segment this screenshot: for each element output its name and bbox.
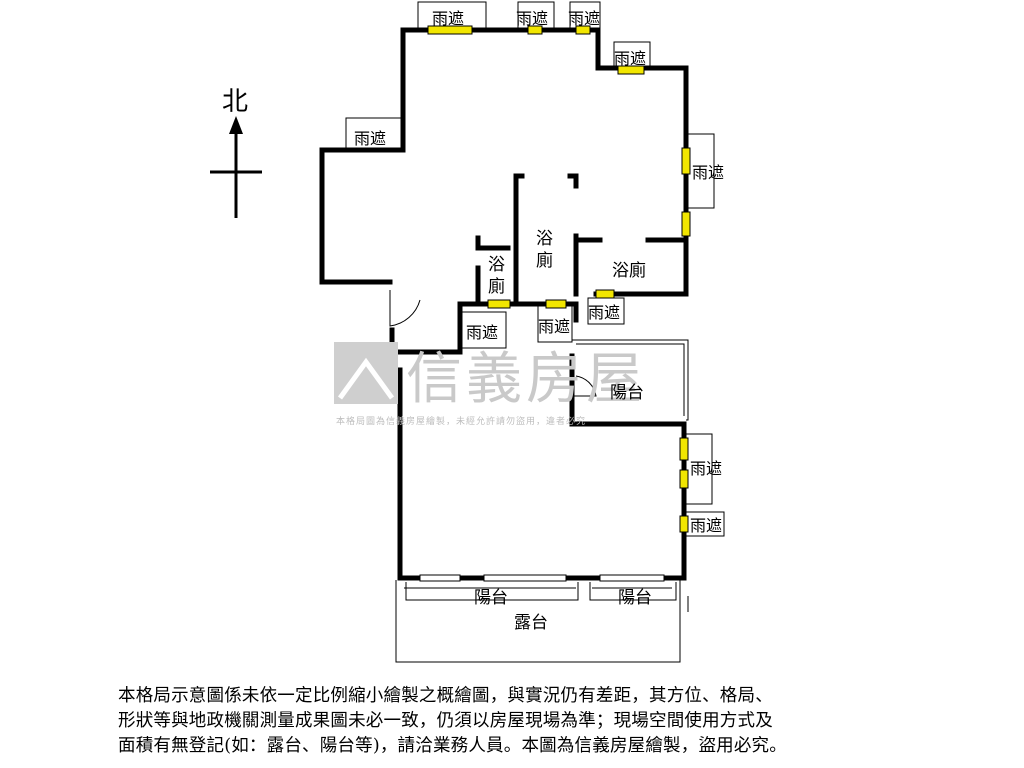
canopy-right-lower-1: 雨遮 (690, 459, 722, 478)
watermark: 信義房屋 本格局圖為信義房屋繪製，未經允許請勿盜用，違者必究 (334, 342, 646, 427)
room-balcony-mid: 陽台 (610, 383, 644, 403)
canopy-top-1: 雨遮 (432, 9, 464, 28)
disclaimer-line-1: 本格局示意圖係未依一定比例縮小繪製之概繪圖，與實況仍有差距，其方位、格局、 (118, 686, 773, 706)
room-bath-right: 浴廁 (612, 260, 646, 281)
room-balcony-bottom-left: 陽台 (474, 588, 508, 608)
entry-door (389, 290, 421, 327)
room-balcony-bottom-right: 陽台 (618, 588, 652, 608)
canopy-inner-left: 雨遮 (466, 323, 498, 342)
brand-logo-mark-icon (337, 357, 395, 400)
terrace-outline (395, 339, 689, 663)
watermark-brand: 信義房屋 (406, 347, 646, 412)
doors (389, 290, 597, 397)
watermark-notice: 本格局圖為信義房屋繪製，未經允許請勿盜用，違者必究 (336, 415, 586, 427)
room-terrace: 露台 (514, 613, 548, 633)
disclaimer-line-2: 形狀等與地政機關測量成果圖未必一致，仍須以房屋現場為準；現場空間使用方式及 (118, 711, 773, 731)
compass: 北 (210, 87, 262, 218)
north-arrow-icon (229, 116, 243, 134)
balcony-door (572, 375, 597, 397)
bottom-wall-openings (419, 574, 665, 582)
canopy-top-2: 雨遮 (516, 9, 548, 28)
room-bath-center-char1: 浴 (536, 229, 553, 249)
canopy-right-lower-2: 雨遮 (690, 516, 722, 535)
room-labels: 浴 廁 浴 廁 浴廁 陽台 陽台 陽台 露台 (474, 229, 652, 633)
canopy-right-upper: 雨遮 (692, 163, 724, 182)
canopy-inner-right: 雨遮 (588, 303, 620, 322)
room-bath-center-char2: 廁 (536, 250, 553, 271)
canopy-top-3: 雨遮 (568, 9, 600, 28)
room-bath-left-char2: 廁 (488, 276, 505, 297)
canopy-inner-center: 雨遮 (538, 317, 570, 336)
disclaimer-line-3: 面積有無登記(如：露台、陽台等)，請洽業務人員。本圖為信義房屋繪製，盜用必究。 (118, 736, 787, 756)
canopy-labels: 雨遮 雨遮 雨遮 雨遮 雨遮 雨遮 雨遮 雨遮 雨遮 雨遮 雨遮 (354, 9, 724, 535)
canopy-top-4: 雨遮 (614, 49, 646, 68)
floor-plan: 北 (210, 1, 725, 663)
canopy-left: 雨遮 (354, 129, 386, 148)
north-label: 北 (222, 87, 248, 117)
windows (427, 25, 691, 533)
room-bath-left-char1: 浴 (488, 255, 505, 275)
disclaimer: 本格局示意圖係未依一定比例縮小繪製之概繪圖，與實況仍有差距，其方位、格局、 形狀… (118, 684, 918, 759)
